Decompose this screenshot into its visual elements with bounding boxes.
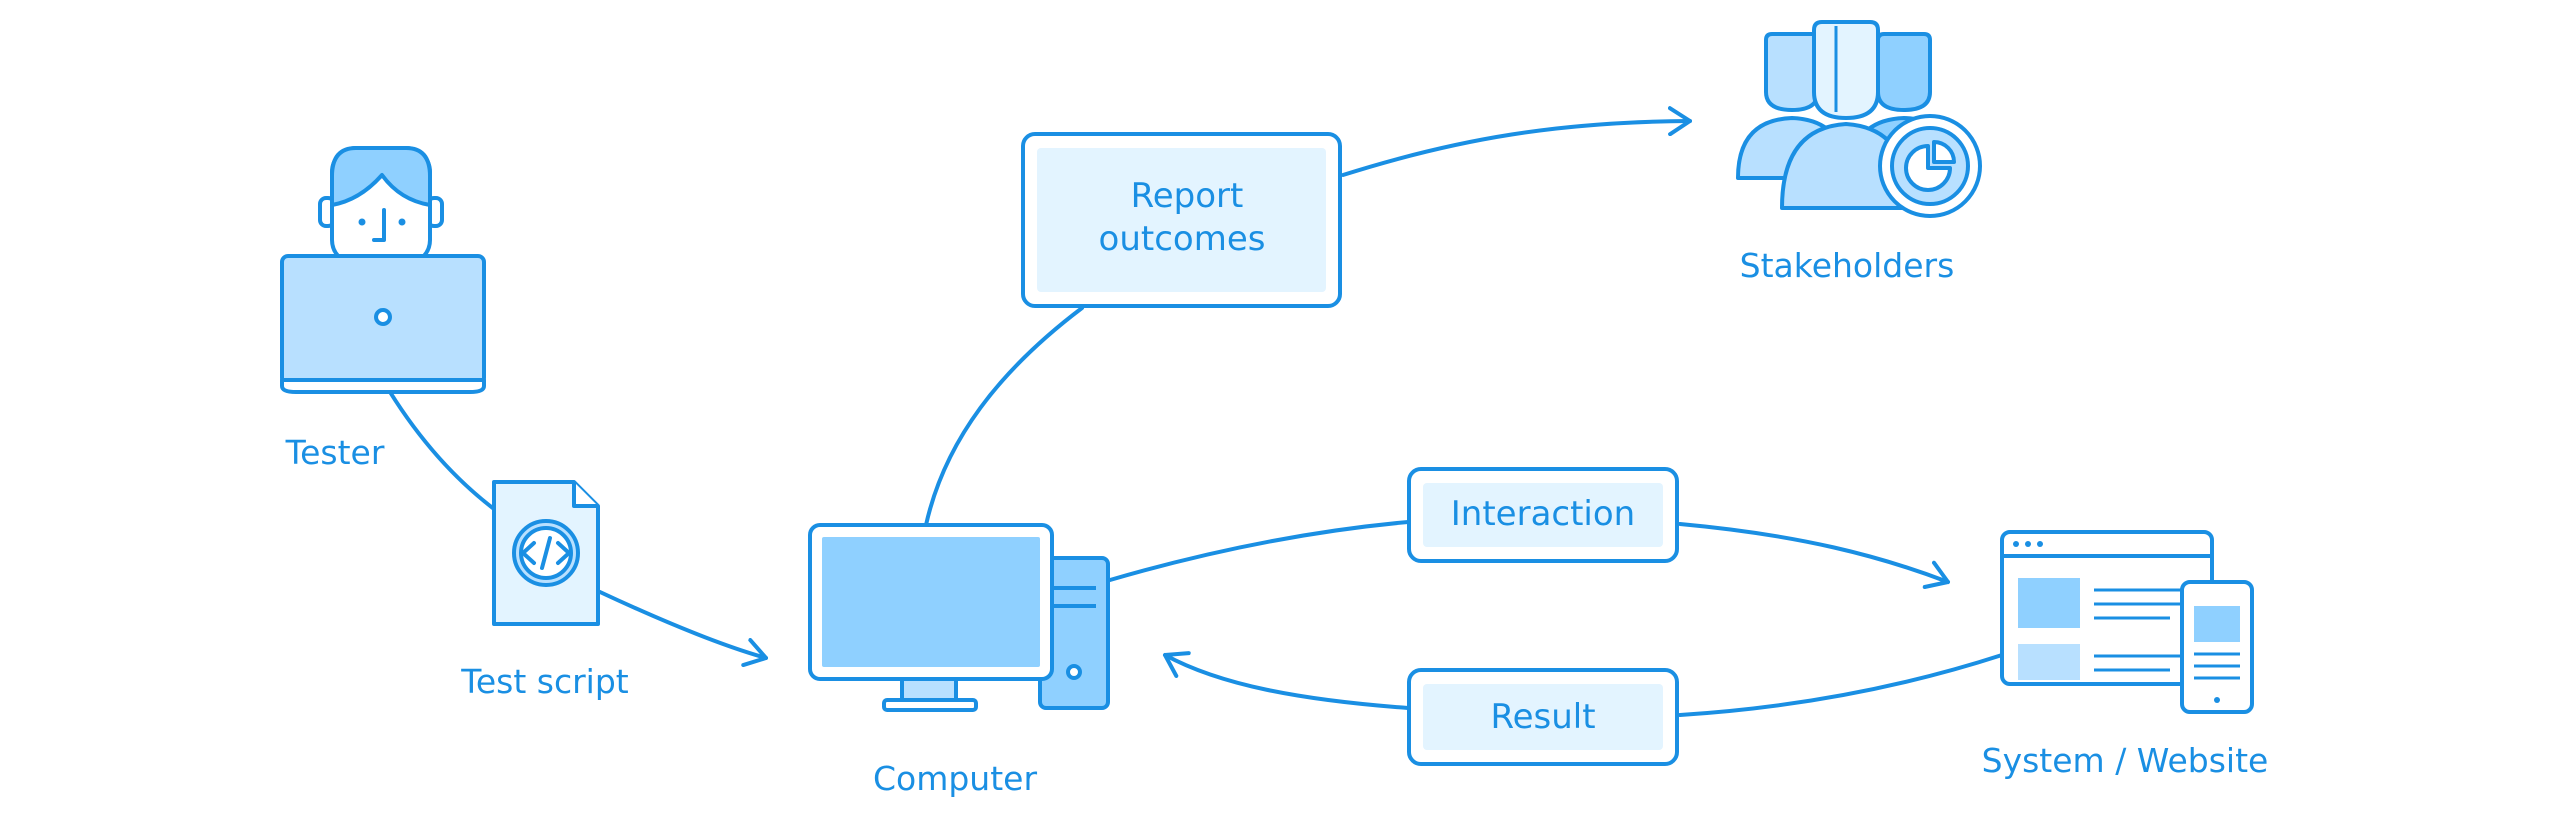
report-outcomes-box: Report outcomes <box>1021 132 1342 308</box>
report-outcomes-label-line2: outcomes <box>1099 219 1266 259</box>
computer-to-interaction-line <box>1108 520 1410 582</box>
report-to-stakeholders-arrow <box>1341 106 1692 177</box>
tester-label: Tester <box>285 433 385 472</box>
system-website-label: System / Website <box>1982 741 2269 780</box>
stakeholders-label: Stakeholders <box>1740 246 1955 285</box>
test-script-label: Test script <box>460 662 628 701</box>
stakeholders-group-icon <box>1736 20 1982 218</box>
computer-to-report-line <box>924 306 1084 527</box>
desktop-computer-icon <box>808 523 1110 712</box>
script-to-computer-arrow <box>598 590 768 668</box>
interaction-box: Interaction <box>1407 467 1679 563</box>
computer-label: Computer <box>873 759 1037 798</box>
result-box: Result <box>1407 668 1679 766</box>
tester-to-script-line <box>388 390 500 514</box>
code-document-icon <box>492 480 600 626</box>
result-to-computer-arrow <box>1163 651 1410 710</box>
browser-and-phone-icon <box>2000 530 2254 714</box>
tester-laptop-icon <box>280 146 486 394</box>
interaction-label: Interaction <box>1451 494 1635 534</box>
result-label: Result <box>1490 697 1595 737</box>
interaction-to-system-arrow <box>1678 522 1950 590</box>
report-outcomes-label-line1: Report <box>1131 176 1244 216</box>
system-to-result-line <box>1678 653 2004 717</box>
